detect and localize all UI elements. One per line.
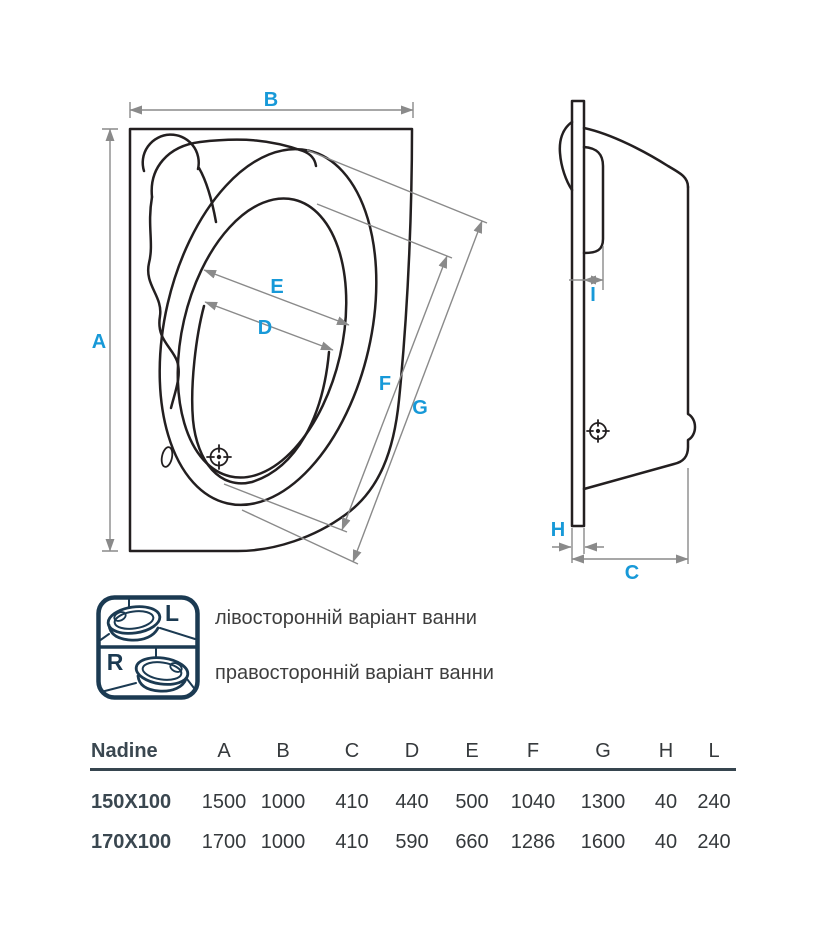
col-header-L: L <box>708 740 720 762</box>
col-header-F: F <box>526 740 540 762</box>
dim-D-line <box>204 301 334 351</box>
col-header-B: B <box>276 740 290 762</box>
top-view-dimensions <box>102 102 488 565</box>
table-cell: 240 <box>697 831 731 853</box>
label-H: H <box>551 519 565 541</box>
wall-panel <box>570 99 586 528</box>
table-cell: 40 <box>654 831 678 853</box>
apron-wavy-edge <box>146 195 180 410</box>
table-cell: 590 <box>395 831 429 853</box>
drain-top-view <box>206 444 232 470</box>
icon-right-variant: R <box>100 647 197 693</box>
headrest-pillow-circle <box>141 133 200 173</box>
label-A: A <box>92 331 106 353</box>
label-F: F <box>379 373 391 395</box>
label-E: E <box>270 276 283 298</box>
table-cell: 1600 <box>580 831 626 853</box>
icon-letter-R: R <box>107 649 124 675</box>
table-cell: 1700 <box>201 831 247 853</box>
rim-inner-oval <box>176 197 348 479</box>
side-view-dimensions <box>552 246 689 564</box>
label-C: C <box>625 562 639 584</box>
dim-G-line <box>352 220 483 563</box>
headrest-collar-curve <box>150 138 318 199</box>
table-cell: 440 <box>395 791 429 813</box>
left-right-variant-icon: L R <box>96 595 200 700</box>
table-cell: 410 <box>335 791 369 813</box>
label-I: I <box>590 284 596 306</box>
row-label-170x100: 170X100 <box>91 831 172 853</box>
dimension-labels: B A E D F G I H C <box>92 89 639 584</box>
icon-letter-L: L <box>165 600 179 626</box>
dim-G-extensions <box>241 149 488 565</box>
col-header-G: G <box>595 740 611 762</box>
drain-side-view <box>586 419 610 443</box>
tub-body-profile <box>582 185 697 491</box>
icon-left-variant: L <box>99 598 196 642</box>
rim-lip-behind-panel <box>558 120 574 192</box>
left-variant-caption: лівосторонній варіант ванни <box>215 607 477 629</box>
headrest-inner-curve <box>197 166 218 224</box>
table-cell: 40 <box>654 791 678 813</box>
label-G: G <box>412 397 428 419</box>
table-cell: 500 <box>455 791 489 813</box>
col-header-D: D <box>404 740 420 762</box>
table-cell: 1300 <box>580 791 626 813</box>
label-B: B <box>264 89 278 111</box>
table-cell: 1040 <box>510 791 556 813</box>
table-cell: 1286 <box>510 831 556 853</box>
side-view <box>558 99 697 528</box>
icon-pillow-right <box>169 662 183 673</box>
icon-pillow-left <box>113 611 127 622</box>
table-title: Nadine <box>91 740 158 762</box>
row-label-150x100: 150X100 <box>91 791 172 813</box>
technical-drawing: B A E D F G I H C <box>92 89 697 584</box>
table-cell: 1000 <box>260 791 306 813</box>
col-header-H: H <box>658 740 674 762</box>
table-cell: 1500 <box>201 791 247 813</box>
right-variant-caption: правосторонній варіант ванни <box>215 662 494 684</box>
basin-floor-curve <box>190 304 331 485</box>
table-cell: 410 <box>335 831 369 853</box>
tub-rim-profile <box>582 126 690 189</box>
col-header-E: E <box>465 740 479 762</box>
table-cell: 660 <box>455 831 489 853</box>
overflow-hole <box>160 446 174 468</box>
label-D: D <box>258 317 272 339</box>
inner-wall-profile <box>582 145 605 255</box>
table-cell: 1000 <box>260 831 306 853</box>
col-header-C: C <box>344 740 360 762</box>
table-cell: 240 <box>697 791 731 813</box>
top-view <box>128 127 414 553</box>
col-header-A: A <box>217 740 231 762</box>
table-header-separator <box>90 768 736 771</box>
